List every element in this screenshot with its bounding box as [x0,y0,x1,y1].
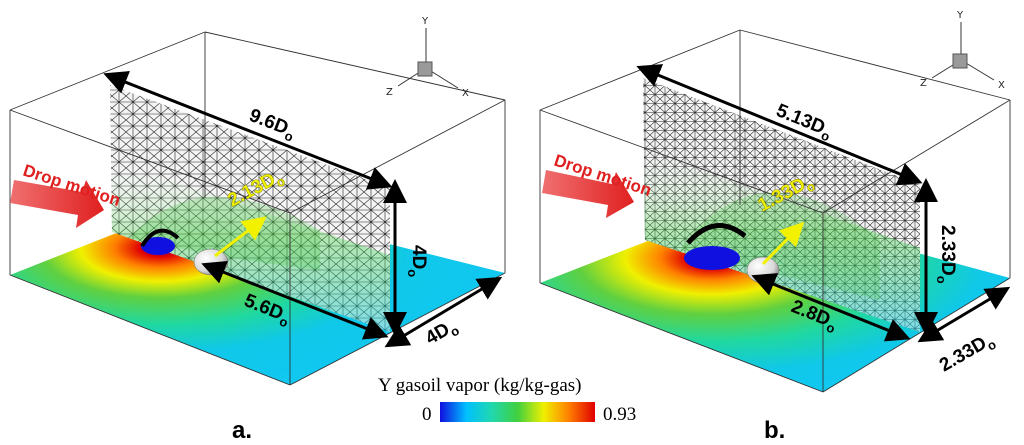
colorbar: Y gasoil vapor (kg/kg-gas) 0 0.93 [378,375,636,425]
dim-radius-arrow-a [214,216,267,258]
colorbar-gradient [440,402,595,422]
dim-offset-arrow-b [751,273,911,342]
dim-height-label-b: 2.33Do [934,225,958,284]
drop-wake-a [141,237,175,255]
drop-wake-b [684,246,740,270]
dim-depth-arrow-b [917,286,1011,343]
panel-label-a: a. [232,417,252,444]
axes-triad-b [931,22,995,81]
dim-height-label-a: 4Do [405,245,429,277]
colorbar-title: Y gasoil vapor (kg/kg-gas) [378,375,582,396]
axis-label-z-a: Z [386,87,393,98]
dim-depth-label-b: 2.33Do [936,329,999,379]
colorbar-max-label: 0.93 [603,404,636,425]
colorbar-min-label: 0 [422,404,432,425]
drop-ring-b [686,223,747,245]
dim-depth-arrow-a [384,276,503,348]
axis-label-y-a: Y [421,16,429,27]
dim-offset-arrow-a [201,261,389,340]
motion-arrow-a [10,180,104,228]
panel-b [539,29,1011,393]
axis-label-x-a: X [462,88,469,99]
panel-label-b: b. [764,417,785,444]
drop-b [746,256,780,284]
dim-length-arrow-b [636,64,923,186]
axes-triad-a [397,28,459,89]
axis-label-x-b: X [998,80,1005,91]
axis-label-z-b: Z [920,78,927,89]
panel-a [9,31,506,386]
motion-arrow-b [542,170,634,218]
dim-length-arrow-a [103,71,393,190]
axis-label-y-b: Y [956,10,964,21]
dim-radius-arrow-b [761,221,805,266]
drop-ring-a [140,228,180,248]
dome-a [130,196,320,270]
